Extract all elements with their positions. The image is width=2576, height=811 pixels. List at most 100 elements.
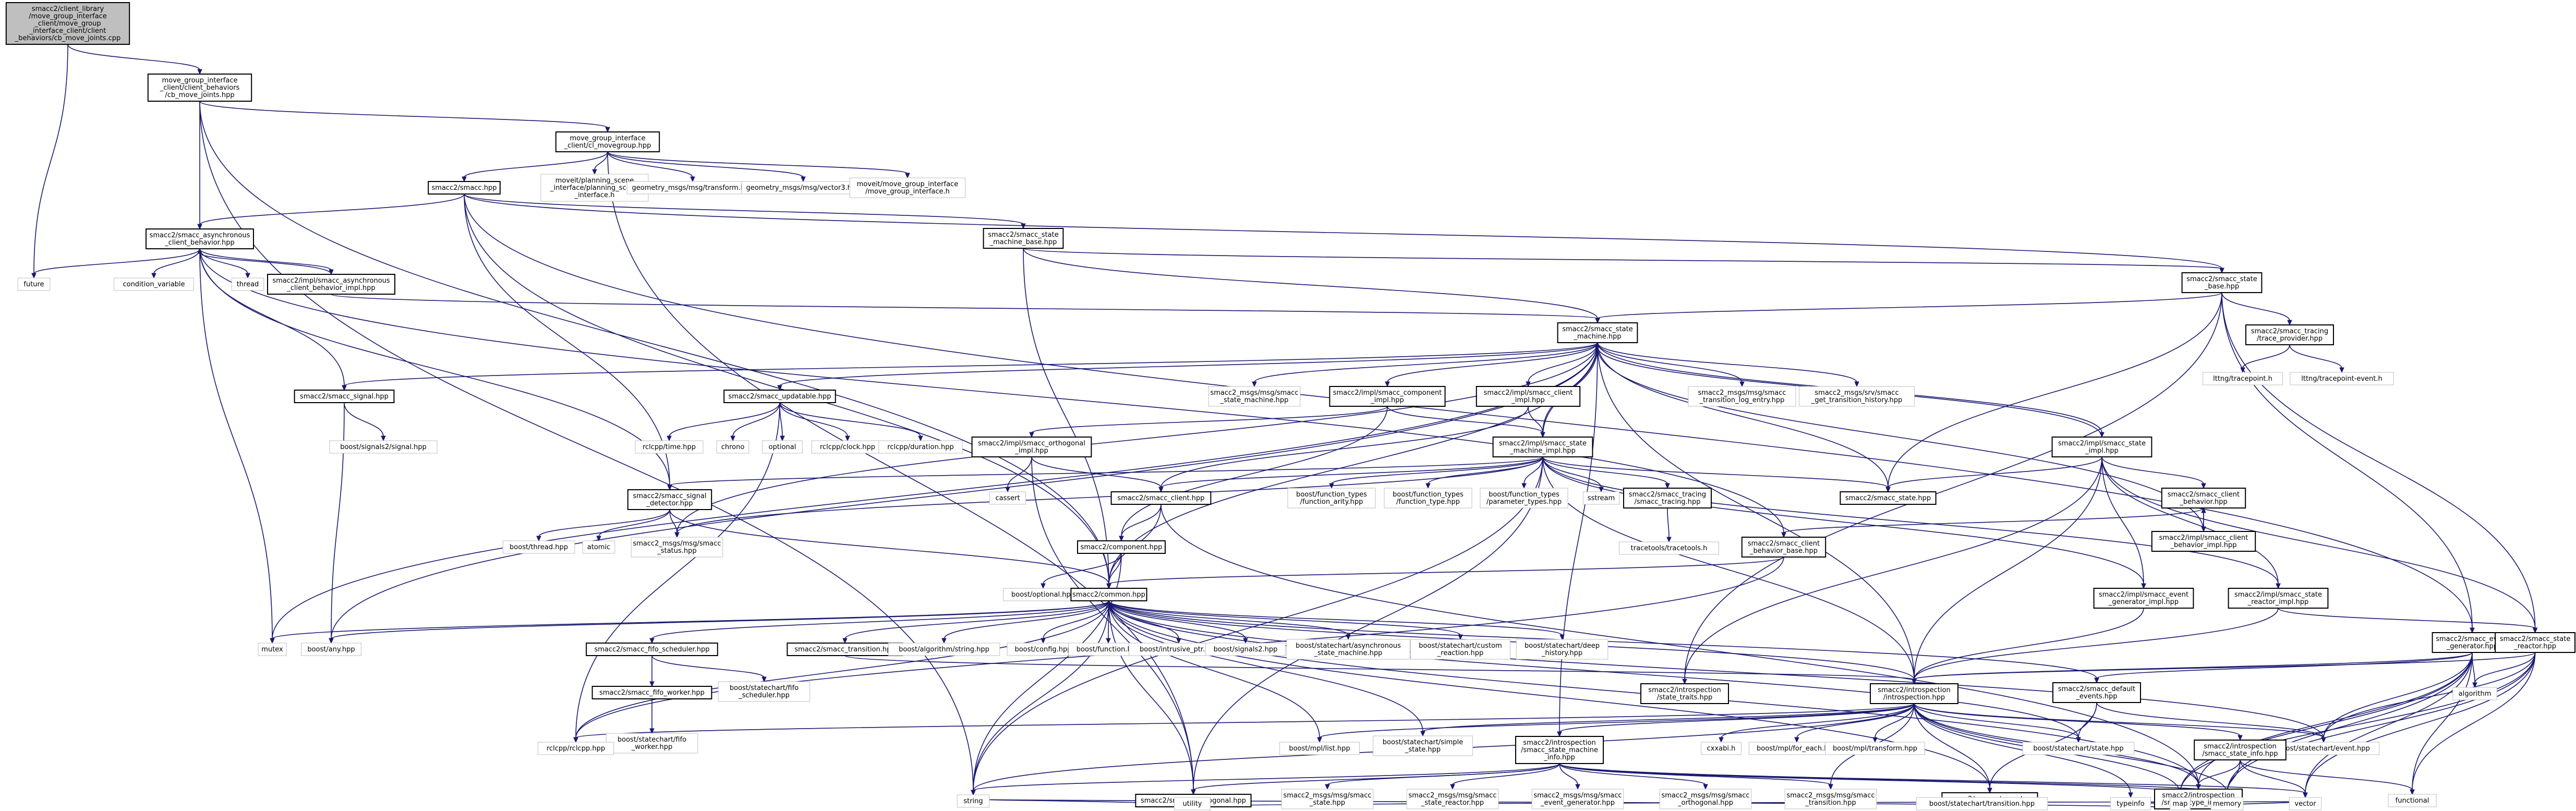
edge-ssm-to-common [1106,342,1598,589]
node-transition[interactable]: smacc2/smacc_transition.hpp [787,643,903,656]
node-box [989,491,1026,505]
node-bany: boost/any.hpp [301,643,361,656]
node-statetraits[interactable]: smacc2/introspection/state_traits.hpp [1640,683,1729,704]
edge-root-to-cbh [67,44,202,75]
node-label-line: _generator.hpp [2446,643,2498,650]
node-chrono: chrono [716,440,749,454]
node-box [1619,541,1719,555]
node-label-line: _detector.hpp [646,500,693,507]
node-deephist: boost/statechart/deep_history.hpp [1516,639,1609,660]
edge-acb-to-future [31,248,200,279]
edge-updatable-to-rcltime [667,402,780,442]
node-label-line: boost/statechart/event.hpp [2277,745,2369,753]
node-mutex: mutex [258,643,287,656]
node-acbi[interactable]: smacc2/impl/smacc_asynchronous_client_be… [267,274,395,295]
node-label-line: smacc2/impl/smacc_client [1484,389,1573,397]
node-typeinfo2: typeinfo [2110,797,2151,810]
node-label-line: mutex [261,646,283,653]
node-label-line: _get_transition_history.hpp [1811,396,1903,404]
node-defev[interactable]: smacc2/smacc_default_events.hpp [2052,682,2141,703]
node-state[interactable]: smacc2/smacc_state.hpp [1840,491,1937,505]
node-clbehbase[interactable]: smacc2/smacc_client_behavior_base.hpp [1741,537,1827,558]
edge-reactor-to-bcevent [2321,652,2536,743]
node-compimpl[interactable]: smacc2/impl/smacc_component_impl.hpp [1329,386,1446,407]
node-cbh[interactable]: move_group_interface_client/client_behav… [147,74,252,102]
node-box [1557,322,1638,343]
node-label-line: boost/statechart/simple [1383,739,1463,746]
edge-common-to-mpllist [1108,600,1322,743]
node-ssm[interactable]: smacc2/smacc_state_machine.hpp [1557,322,1638,343]
node-common[interactable]: smacc2/common.hpp [1070,588,1147,601]
node-orthimpl[interactable]: smacc2/impl/smacc_orthogonal_impl.hpp [971,437,1092,457]
node-label-line: move_group_interface [570,135,645,142]
node-updatable[interactable]: smacc2/smacc_updatable.hpp [723,390,836,403]
edge-stateimpl-to-evgenimpl [2101,456,2146,589]
edge-common-to-bany [329,600,1109,644]
node-reactor[interactable]: smacc2/smacc_state_reactor.hpp [2495,632,2576,653]
edge-fifosch-to-fifoschb [651,655,767,683]
node-tracing[interactable]: smacc2/smacc_tracing/trace_provider.hpp [2245,324,2334,345]
node-stateinfo[interactable]: smacc2/introspection/smacc_state_info.hp… [2194,740,2287,760]
node-box [635,440,704,454]
node-bctransition: boost/statechart/transition.hpp [1916,797,2048,810]
node-box [957,794,990,808]
node-intro[interactable]: smacc2/introspection/introspection.hpp [1870,683,1958,704]
node-component[interactable]: smacc2/component.hpp [1077,540,1166,554]
node-label-line: smacc2/smacc_fifo_worker.hpp [599,689,705,697]
node-stateimpl[interactable]: smacc2/impl/smacc_state_impl.hpp [2051,437,2152,457]
edge-mgi-to-gtrans [607,151,695,183]
node-clientimpl[interactable]: smacc2/impl/smacc_client_impl.hpp [1476,386,1581,407]
node-box [555,131,660,152]
edge-stateimpl-to-reactorimpl [2101,456,2281,589]
node-box [741,181,865,195]
node-mgi[interactable]: move_group_interface_client/cl_movegroup… [555,131,660,152]
node-label-line: atomic [587,543,610,551]
node-smacc[interactable]: smacc2/smacc.hpp [428,181,501,195]
node-reactorimpl[interactable]: smacc2/impl/smacc_state_reactor_impl.hpp [2228,588,2329,609]
node-signal[interactable]: smacc2/smacc_signal.hpp [294,390,395,403]
edge-common-to-transition [842,600,1109,644]
node-label-line: _client/client_behaviors [160,84,240,92]
node-label-line: boost/intrusive_ptr.hpp [1140,646,1218,653]
node-optional: optional [762,440,803,454]
edge-stateinfo-to-typeinfo [2196,759,2241,790]
edge-mgi-to-mgih [607,151,910,179]
node-sbase[interactable]: smacc2/smacc_state_base.hpp [2181,272,2263,293]
node-smtracing[interactable]: smacc2/smacc_tracing/smacc_tracing.hpp [1623,488,1712,509]
node-evgenimpl[interactable]: smacc2/impl/smacc_event_generator_impl.h… [2093,588,2194,609]
node-smb[interactable]: smacc2/smacc_state_machine_base.hpp [983,228,1064,249]
edge-common-to-balgo [941,600,1109,644]
node-sigdet[interactable]: smacc2/smacc_signal_detector.hpp [627,489,712,510]
node-label-line: /smacc_state_machine [1521,746,1598,754]
node-label-line: _state_reactor.hpp [1421,799,1484,807]
node-client[interactable]: smacc2/smacc_client.hpp [1110,491,1212,505]
edge-sbase-to-state [1885,292,2222,493]
node-smiinfo[interactable]: smacc2/introspection/smacc_state_machine… [1515,736,1604,764]
node-label-line: smacc2/impl/smacc_orthogonal [978,440,1085,447]
edge-intro-to-mpltransform [1872,703,1915,743]
node-box [258,643,287,656]
node-box [626,181,759,195]
node-thread: thread [231,277,264,291]
node-label-line: smacc2/smacc_asynchronous [150,232,250,239]
edge-sbase-to-evgen [2221,292,2475,634]
node-smimpl[interactable]: smacc2/impl/smacc_state_machine_impl.hpp [1492,437,1593,457]
node-label-line: _interface_client/client [29,27,106,35]
node-acb[interactable]: smacc2/smacc_asynchronous_client_behavio… [146,228,254,249]
node-box [1784,789,1877,809]
node-box [762,440,803,454]
node-label-line: memory [2213,800,2242,808]
node-clbeh[interactable]: smacc2/smacc_client_behavior.hpp [2161,488,2246,509]
node-layer: smacc2/client_library/move_group_interfa… [5,2,2576,810]
node-box [301,643,361,656]
node-label-line: smacc2/smacc_tracing [2251,328,2328,335]
edge-signal-to-bany [329,402,345,644]
node-gtrans: geometry_msgs/msg/transform.hpp [626,181,759,195]
node-label-line: boost/statechart/custom [1419,642,1502,650]
node-label-line: smacc2/smacc_transition.hpp [794,646,895,653]
node-root: smacc2/client_library/move_group_interfa… [5,2,130,45]
node-clbehimpl[interactable]: smacc2/impl/smacc_client_behavior_impl.h… [2151,531,2256,552]
node-fifoworkerb: boost/statechart/fifo_worker.hpp [606,733,698,754]
node-fifoworker[interactable]: smacc2/smacc_fifo_worker.hpp [591,686,712,699]
node-fifosch[interactable]: smacc2/smacc_fifo_scheduler.hpp [586,643,718,656]
